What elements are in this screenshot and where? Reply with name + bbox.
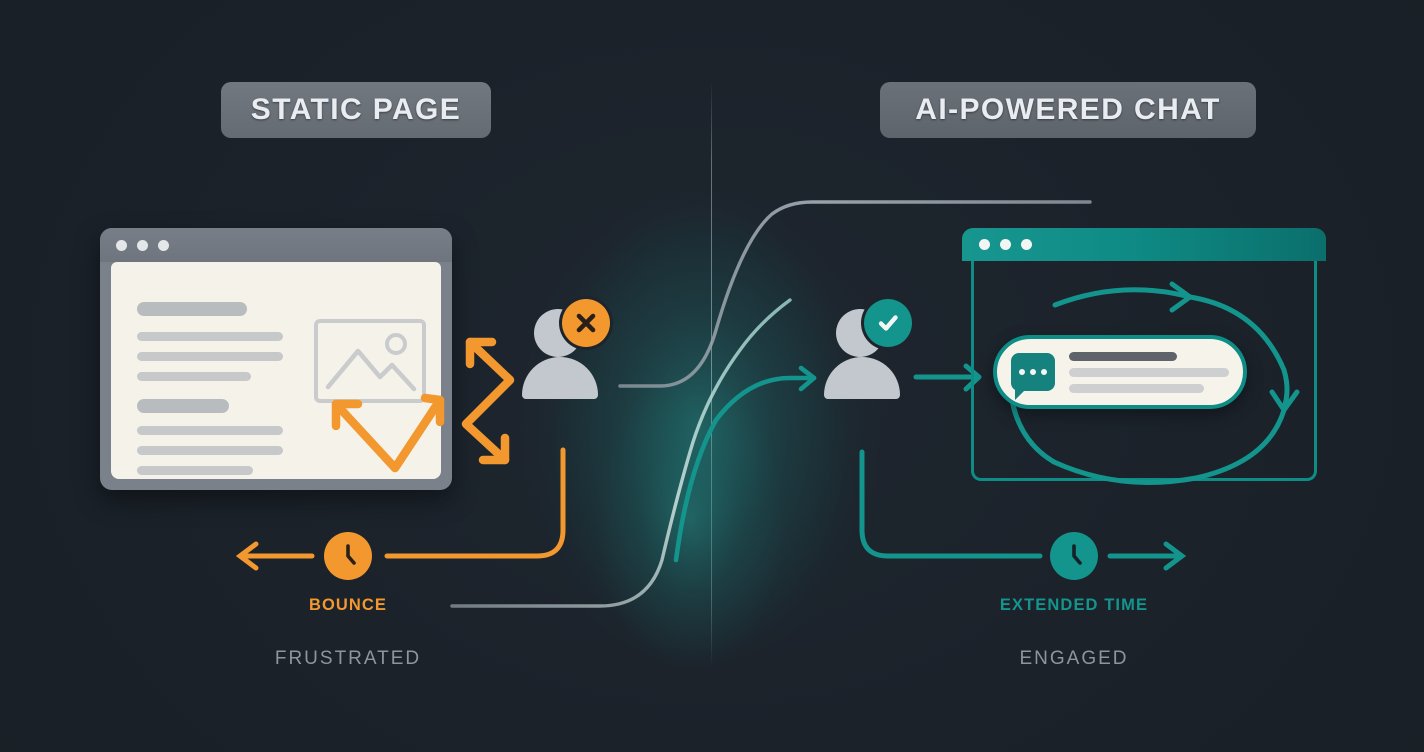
window-dot-maximize[interactable] [158, 239, 169, 251]
bubble-dot [1019, 369, 1025, 375]
chat-line-secondary [1069, 367, 1229, 377]
content-text-bar [137, 352, 283, 361]
person-frustrated-icon [520, 299, 610, 403]
clock-icon-extended-time [1050, 532, 1098, 580]
ai-chat-window[interactable] [962, 228, 1326, 490]
window-titlebar [962, 228, 1326, 261]
clock-icon-bounce [324, 532, 372, 580]
chat-line-primary [1069, 351, 1177, 361]
bubble-dot [1030, 369, 1036, 375]
person-body [824, 357, 900, 399]
window-titlebar [100, 228, 452, 262]
window-dot-minimize[interactable] [1000, 239, 1011, 250]
image-placeholder-icon [314, 319, 426, 403]
bubble-dot [1041, 369, 1047, 375]
header-badge-ai-chat: AI-POWERED CHAT [880, 82, 1256, 138]
window-dot-close[interactable] [116, 239, 127, 251]
content-heading-bar [137, 302, 247, 316]
static-page-window[interactable] [100, 228, 452, 490]
header-badge-static-page: STATIC PAGE [221, 82, 491, 138]
x-icon [562, 299, 610, 347]
person-engaged-icon [822, 299, 912, 403]
content-heading-bar [137, 399, 229, 413]
window-dot-close[interactable] [979, 239, 990, 250]
content-text-bar [137, 426, 283, 435]
check-icon [864, 299, 912, 347]
content-text-bar [137, 446, 283, 455]
panel-divider [711, 80, 712, 668]
metric-label-bounce: BOUNCE [308, 596, 388, 614]
content-text-bar [137, 466, 253, 475]
state-label-frustrated: FRUSTRATED [274, 648, 422, 669]
state-label-engaged: ENGAGED [1019, 648, 1129, 669]
chat-bubble-icon [1011, 353, 1055, 400]
static-page-content [111, 262, 441, 479]
window-dot-maximize[interactable] [1021, 239, 1032, 250]
content-text-bar [137, 332, 283, 341]
metric-label-extended-time: EXTENDED TIME [999, 596, 1149, 614]
chat-line-secondary [1069, 383, 1204, 393]
person-body [522, 357, 598, 399]
chat-message-lines [1069, 351, 1229, 393]
window-dot-minimize[interactable] [137, 239, 148, 251]
chat-message-pill[interactable] [993, 335, 1247, 409]
content-text-bar [137, 372, 251, 381]
